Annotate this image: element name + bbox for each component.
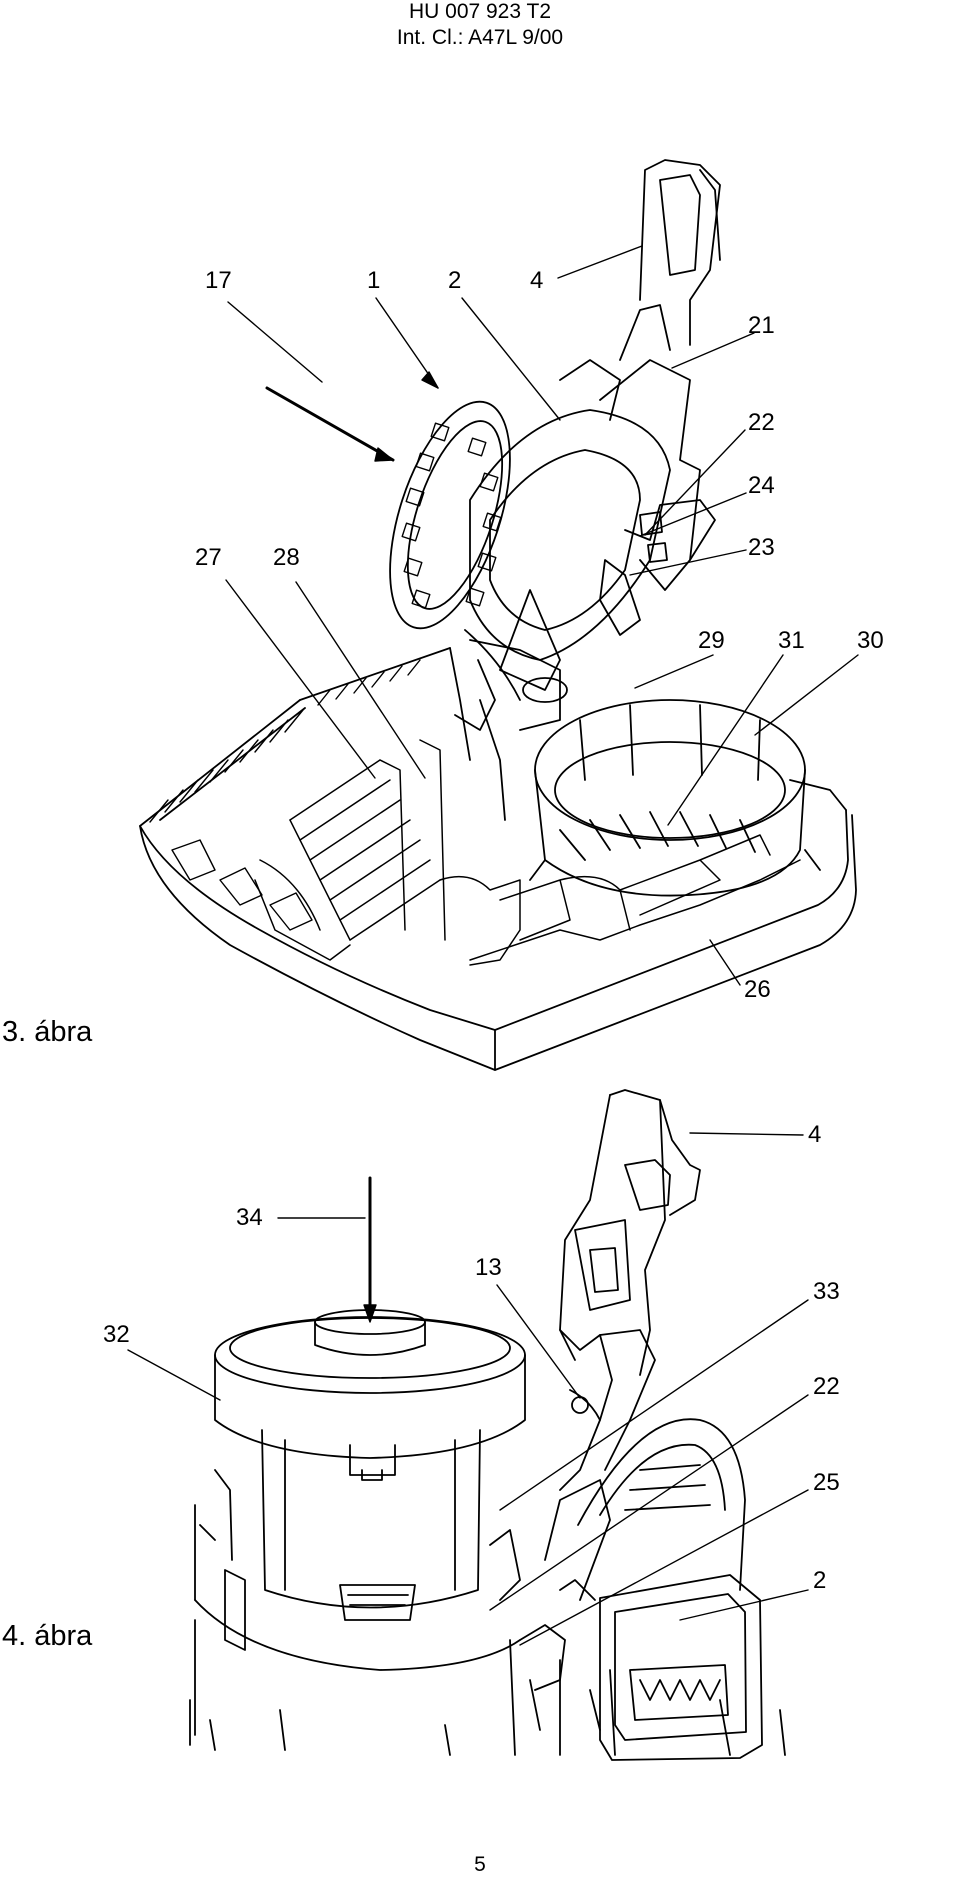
label-22: 22 (748, 409, 775, 436)
figure-4-caption: 4. ábra (2, 1620, 93, 1652)
label-34: 34 (236, 1204, 263, 1231)
fig4-leader-lines (128, 1133, 808, 1645)
label-33: 33 (813, 1278, 840, 1305)
label-27: 27 (195, 544, 222, 571)
label-13: 13 (475, 1254, 502, 1281)
label-2: 2 (448, 267, 462, 294)
label-17: 17 (205, 267, 232, 294)
filter-disc (366, 387, 534, 642)
label-28: 28 (273, 544, 300, 571)
baffle-ribs (255, 740, 800, 965)
label-24: 24 (748, 472, 775, 499)
label-22-fig4: 22 (813, 1373, 840, 1400)
figure-3-caption: 3. ábra (2, 1016, 93, 1048)
label-21: 21 (748, 312, 775, 339)
label-30: 30 (857, 627, 884, 654)
label-4-fig4: 4 (808, 1121, 822, 1148)
classification: Int. Cl.: A47L 9/00 (396, 26, 564, 49)
label-1: 1 (367, 267, 381, 294)
cyclone-housing (530, 700, 820, 896)
label-4: 4 (530, 267, 544, 294)
label-29: 29 (698, 627, 725, 654)
handle-assembly (490, 1090, 700, 1690)
label-31: 31 (778, 627, 805, 654)
filter-box (578, 1419, 762, 1760)
label-23: 23 (748, 534, 775, 561)
fig3-leader-lines (226, 246, 858, 985)
motor-unit (215, 1310, 525, 1620)
label-25: 25 (813, 1469, 840, 1496)
label-26: 26 (744, 976, 771, 1003)
label-32: 32 (103, 1321, 130, 1348)
page-number: 5 (474, 1853, 486, 1876)
patent-number: HU 007 923 T2 (408, 0, 552, 23)
lower-body (190, 1470, 785, 1755)
inlet-tower (450, 640, 567, 820)
label-2-fig4: 2 (813, 1567, 827, 1594)
upper-assembly (455, 160, 720, 730)
